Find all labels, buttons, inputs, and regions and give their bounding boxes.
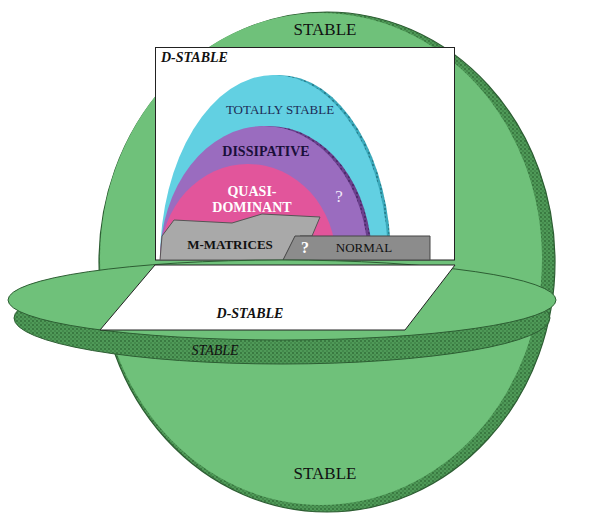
- region-label: STABLE: [294, 464, 357, 484]
- region-label: ?: [335, 187, 343, 207]
- d-stable-parallelogram: [100, 265, 455, 330]
- d-stable-plane: [156, 48, 455, 261]
- region-label: D-STABLE: [217, 306, 284, 322]
- region-label: STABLE: [294, 20, 357, 40]
- region-label: D-STABLE: [161, 50, 228, 66]
- region-label: STABLE: [191, 343, 238, 359]
- stable-sphere: STABLE STABLE D-STABLE TOTALLY STABLE DISSIP…: [96, 8, 558, 516]
- region-label: QUASI- DOMINANT: [204, 184, 300, 216]
- normal-region: [283, 236, 430, 260]
- normal-shape: ? NORMAL: [283, 236, 431, 260]
- d-stable-plane: D-STABLE: [100, 265, 455, 330]
- region-label: M-MATRICES: [187, 238, 273, 253]
- d-stable-box: D-STABLE TOTALLY STABLE DISSIPATIVE? QUASI-…: [155, 47, 455, 260]
- region-label: ?: [301, 239, 309, 257]
- region-label: TOTALLY STABLE: [226, 103, 334, 118]
- region-label: DISSIPATIVE: [222, 144, 309, 160]
- sphere-body: [100, 13, 542, 505]
- arch-body: [160, 75, 388, 260]
- totally-stable-arch: TOTALLY STABLE DISSIPATIVE? QUASI- DOMINAN…: [160, 75, 395, 260]
- stable-disc: STABLE D-STABLE: [6, 258, 560, 368]
- region-label: NORMAL: [336, 241, 392, 256]
- disc-face: [8, 260, 556, 340]
